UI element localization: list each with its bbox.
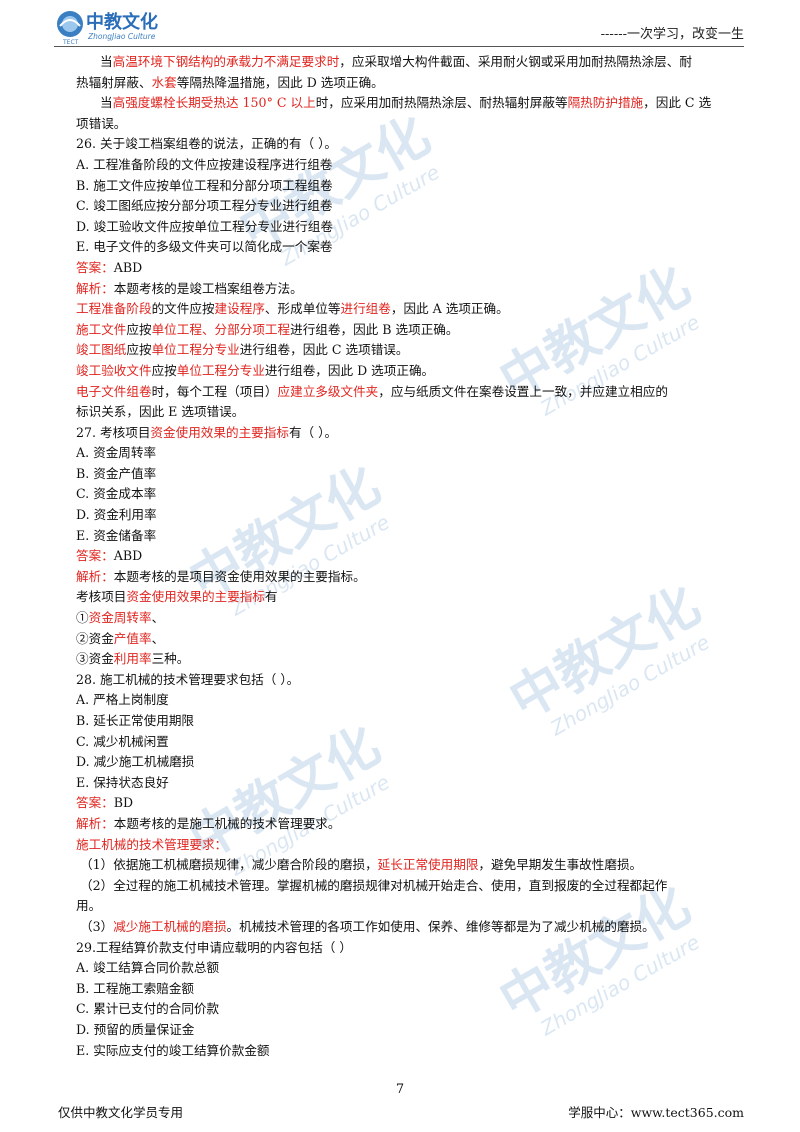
question-stem: 26. 关于竣工档案组卷的说法，正确的有（ ）。	[76, 136, 338, 152]
explanation: 竣工图纸应按单位工程分专业进行组卷，因此 C 选项错误。	[76, 342, 409, 358]
option: C. 资金成本率	[76, 486, 157, 502]
option: D. 预留的质量保证金	[76, 1021, 195, 1037]
svg-text:中教文化: 中教文化	[86, 11, 158, 33]
explanation: ②资金产值率、	[76, 630, 165, 646]
paragraph: 项错误。	[76, 115, 127, 131]
explanation: ③资金利用率三种。	[76, 651, 190, 667]
answer: 答案：ABD	[76, 548, 143, 564]
explanation: 考核项目资金使用效果的主要指标有	[76, 589, 278, 605]
explanation: 竣工验收文件应按单位工程分专业进行组卷，因此 D 选项正确。	[76, 362, 435, 378]
option: B. 施工文件应按单位工程和分部分项工程组卷	[76, 177, 333, 193]
option: C. 累计已支付的合同价款	[76, 1001, 220, 1017]
explanation: 标识关系，因此 E 选项错误。	[76, 404, 245, 420]
question-stem: 27. 考核项目资金使用效果的主要指标有（ ）。	[76, 424, 338, 440]
analysis: 解析：本题考核的是项目资金使用效果的主要指标。	[76, 568, 366, 584]
option: E. 资金储备率	[76, 527, 157, 543]
option: D. 资金利用率	[76, 507, 157, 523]
brand-logo: TECT 中教文化 ZhongJiao Culture	[57, 11, 158, 46]
option: D. 减少施工机械磨损	[76, 754, 195, 770]
paragraph: 热辐射屏蔽、水套等隔热降温措施，因此 D 选项正确。	[76, 74, 384, 90]
option: A. 竣工结算合同价款总额	[76, 960, 220, 976]
footer-website: 学服中心：www.tect365.com	[568, 1105, 744, 1120]
page-header: TECT 中教文化 ZhongJiao Culture ------一次学习，改…	[54, 6, 744, 47]
answer: 答案：ABD	[76, 259, 143, 275]
question-stem: 28. 施工机械的技术管理要求包括（ ）。	[76, 671, 300, 687]
option: E. 实际应支付的竣工结算价款金额	[76, 1042, 270, 1058]
explanation: 施工文件应按单位工程、分部分项工程进行组卷，因此 B 选项正确。	[76, 321, 459, 337]
paragraph: 当高温环境下钢结构的承载力不满足要求时，应采取增大构件截面、采用耐火钢或采用加耐…	[100, 54, 692, 69]
answer: 答案：BD	[76, 795, 134, 811]
explanation: （3）减少施工机械的磨损。机械技术管理的各项工作如使用、保养、维修等都是为了减少…	[80, 918, 655, 934]
svg-text:ZhongJiao Culture: ZhongJiao Culture	[87, 32, 156, 41]
option: A. 工程准备阶段的文件应按建设程序进行组卷	[76, 156, 333, 172]
option: B. 延长正常使用期限	[76, 713, 195, 728]
analysis: 解析：本题考核的是施工机械的技术管理要求。	[76, 815, 341, 831]
explanation: （2）全过程的施工机械技术管理。掌握机械的磨损规律对机械开始走合、使用，直到报废…	[80, 877, 668, 893]
explanation: 电子文件组卷时，每个工程（项目）应建立多级文件夹，应与纸质文件在案卷设置上一致，…	[76, 383, 668, 399]
option: C. 竣工图纸应按分部分项工程分专业进行组卷	[76, 198, 333, 214]
option: A. 严格上岗制度	[76, 692, 169, 708]
explanation: （1）依据施工机械磨损规律，减少磨合阶段的磨损，延长正常使用期限，避免早期发生事…	[80, 857, 643, 873]
explanation: 用。	[76, 898, 102, 914]
paragraph: 当高强度螺栓长期受热达 150° C 以上时，应采用加耐热隔热涂层、耐热辐射屏蔽…	[100, 95, 712, 111]
explanation: 工程准备阶段的文件应按建设程序、形成单位等进行组卷，因此 A 选项正确。	[76, 301, 509, 317]
header-slogan: ------一次学习，改变一生	[600, 27, 744, 42]
explanation: 施工机械的技术管理要求：	[76, 836, 228, 852]
option: A. 资金周转率	[76, 445, 157, 461]
footer-note: 仅供中教文化学员专用	[58, 1105, 184, 1120]
option: E. 保持状态良好	[76, 774, 169, 790]
page-number: 7	[395, 1082, 405, 1097]
question-stem: 29.工程结算价款支付申请应载明的内容包括（ ）	[76, 939, 352, 955]
option: B. 资金产值率	[76, 465, 157, 481]
document-body: 当高温环境下钢结构的承载力不满足要求时，应采取增大构件截面、采用耐火钢或采用加耐…	[76, 52, 742, 1061]
option: D. 竣工验收文件应按单位工程分专业进行组卷	[76, 218, 333, 234]
svg-text:TECT: TECT	[62, 39, 79, 46]
option: E. 电子文件的多级文件夹可以简化成一个案卷	[76, 239, 333, 255]
option: B. 工程施工索赔金额	[76, 980, 195, 996]
option: C. 减少机械闲置	[76, 733, 169, 749]
explanation: ①资金周转率、	[76, 610, 165, 626]
analysis: 解析：本题考核的是竣工档案组卷方法。	[76, 280, 303, 296]
